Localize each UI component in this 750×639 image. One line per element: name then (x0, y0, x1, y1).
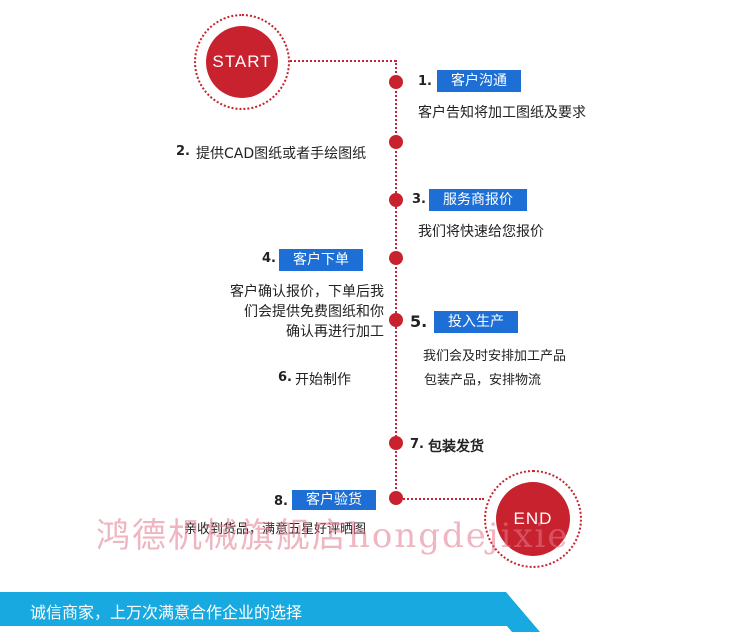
step-5-number: 5. (410, 312, 428, 331)
end-connector (396, 498, 484, 500)
step-4-number: 4. (262, 251, 276, 266)
step-8-dot (389, 491, 403, 505)
banner-accent-stripe (478, 592, 540, 632)
step-5-description: 我们会及时安排加工产品 (423, 349, 567, 364)
timeline-line (395, 60, 397, 500)
step-4-description-line-3: 确认再进行加工 (286, 324, 384, 340)
step-1-description: 客户告知将加工图纸及要求 (418, 105, 586, 121)
step-4-description-line-1: 客户确认报价，下单后我 (230, 284, 384, 300)
end-label: END (496, 482, 570, 556)
step-3-label: 服务商报价 (429, 189, 527, 211)
step-2-dot (389, 135, 403, 149)
banner-background (0, 592, 520, 626)
start-connector (290, 60, 396, 62)
step-8-description: 亲收到货品，满意五星好评晒图 (184, 522, 367, 537)
step-7-dot (389, 436, 403, 450)
step-2-text: 提供CAD图纸或者手绘图纸 (196, 146, 367, 162)
bottom-banner (0, 592, 540, 632)
step-2-number: 2. (176, 144, 190, 159)
step-4-dot (389, 251, 403, 265)
step-8-number: 8. (274, 494, 288, 509)
step-5-dot (389, 313, 403, 327)
step-3-dot (389, 193, 403, 207)
step-1-dot (389, 75, 403, 89)
step-4-description: 客户确认报价，下单后我 们会提供免费图纸和你 确认再进行加工 (230, 282, 384, 342)
step-4-description-line-2: 们会提供免费图纸和你 (244, 304, 384, 320)
start-node: START (194, 14, 290, 110)
step-8-label: 客户验货 (292, 490, 376, 510)
store-watermark: 鸿德机械旗舰店hongdejixie (96, 516, 570, 556)
step-7-text: 包装发货 (428, 439, 484, 455)
step-1-label: 客户沟通 (437, 70, 521, 92)
end-node: END (484, 470, 582, 568)
step-5-label: 投入生产 (434, 311, 518, 333)
step-1-number: 1. (418, 74, 432, 89)
step-6-description: 包装产品，安排物流 (424, 373, 542, 388)
start-label: START (206, 26, 278, 98)
step-6-text: 开始制作 (295, 372, 351, 388)
step-6-number: 6. (278, 370, 292, 385)
banner-text: 诚信商家，上万次满意合作企业的选择 (30, 603, 303, 622)
step-3-description: 我们将快速给您报价 (418, 224, 544, 240)
step-3-number: 3. (412, 192, 426, 207)
step-7-number: 7. (410, 437, 424, 452)
step-4-label: 客户下单 (279, 249, 363, 271)
